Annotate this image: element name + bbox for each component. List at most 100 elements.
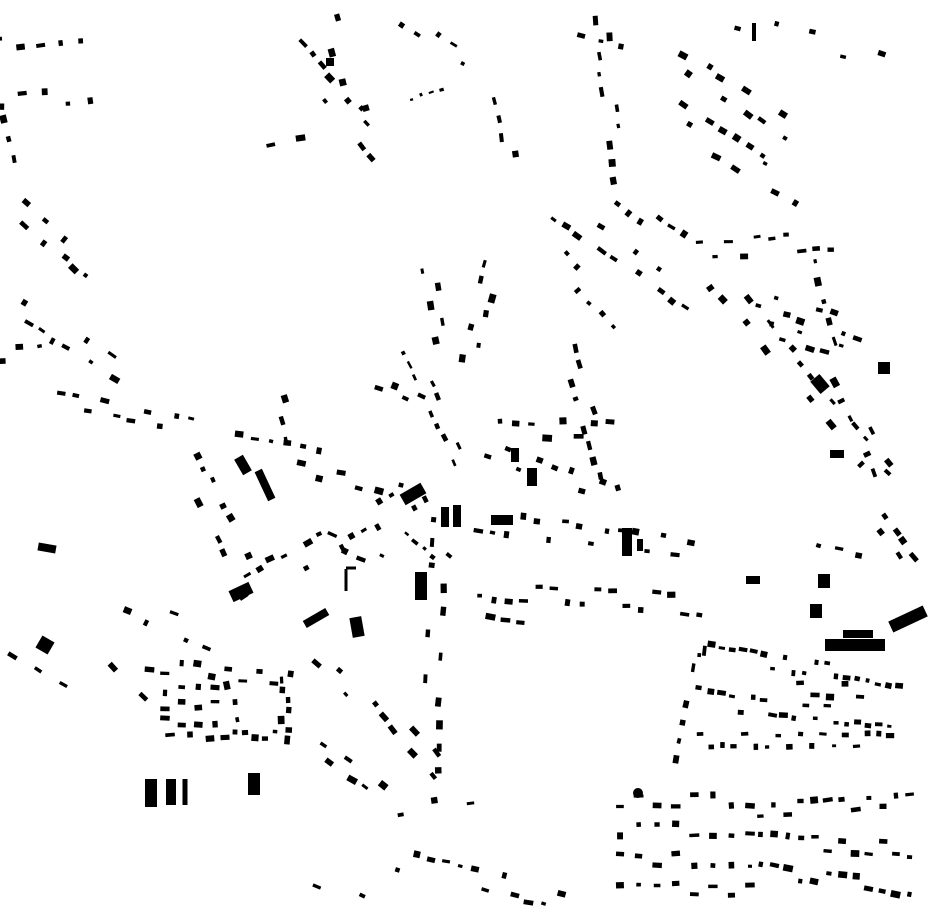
building — [238, 679, 248, 683]
large-building — [810, 374, 830, 394]
building — [839, 54, 847, 60]
building — [327, 530, 338, 539]
building — [682, 699, 690, 709]
building — [431, 336, 440, 345]
building — [195, 683, 202, 691]
building — [398, 482, 404, 488]
large-building — [166, 779, 176, 805]
building — [870, 468, 878, 478]
building — [219, 502, 227, 510]
building — [590, 420, 598, 427]
building — [107, 661, 119, 673]
building — [15, 43, 26, 51]
building — [788, 344, 798, 353]
building — [671, 850, 681, 857]
building — [143, 409, 152, 415]
building — [825, 418, 837, 431]
building — [832, 744, 837, 748]
building — [550, 216, 557, 223]
building — [35, 42, 46, 49]
building — [0, 358, 6, 365]
building — [759, 650, 768, 658]
large-building — [878, 362, 890, 374]
building — [144, 666, 155, 673]
building — [811, 834, 819, 839]
building — [436, 743, 442, 752]
building — [733, 25, 742, 32]
building — [535, 584, 543, 589]
building — [428, 562, 435, 569]
building — [851, 421, 860, 431]
building — [653, 883, 661, 888]
building — [667, 296, 677, 306]
building — [434, 767, 442, 774]
building — [556, 889, 567, 898]
building — [433, 392, 441, 401]
building — [83, 336, 91, 345]
building — [251, 734, 259, 742]
building — [813, 276, 823, 287]
building — [224, 666, 233, 672]
building — [567, 378, 576, 389]
building — [429, 537, 435, 548]
building — [812, 716, 818, 721]
building — [193, 451, 203, 461]
building — [561, 221, 572, 231]
building — [314, 474, 324, 483]
building — [279, 676, 284, 684]
building — [679, 229, 689, 239]
building — [232, 699, 238, 706]
building — [37, 343, 43, 349]
building — [343, 691, 349, 698]
building — [775, 733, 782, 738]
building — [850, 849, 860, 858]
building — [826, 871, 832, 876]
building — [783, 232, 789, 237]
building — [347, 532, 356, 541]
building — [546, 536, 551, 544]
building — [278, 415, 286, 426]
building — [750, 694, 756, 700]
building — [162, 689, 168, 697]
building — [731, 133, 742, 143]
building — [606, 32, 613, 42]
building — [745, 882, 755, 888]
building — [48, 337, 56, 345]
building — [877, 49, 887, 58]
building — [597, 51, 603, 61]
building — [690, 792, 699, 798]
building — [773, 295, 779, 301]
building — [302, 538, 314, 548]
building — [39, 239, 48, 248]
building — [549, 586, 559, 591]
building — [19, 220, 30, 231]
building — [598, 309, 607, 318]
building — [718, 646, 726, 650]
building — [417, 392, 427, 400]
building — [782, 864, 794, 873]
building — [879, 803, 887, 810]
building — [672, 754, 680, 764]
building — [878, 888, 886, 894]
building — [160, 715, 170, 721]
building — [690, 663, 696, 673]
building — [691, 862, 698, 870]
building — [309, 50, 317, 58]
building — [782, 654, 788, 661]
building — [757, 116, 767, 125]
building — [686, 539, 696, 547]
building — [893, 792, 899, 799]
building — [728, 833, 735, 838]
building — [855, 694, 865, 699]
building — [854, 552, 863, 559]
building — [280, 553, 288, 560]
building — [608, 588, 618, 594]
building — [706, 63, 714, 71]
building — [485, 612, 496, 621]
building — [178, 685, 186, 690]
building — [72, 392, 80, 399]
building — [504, 598, 513, 605]
building — [829, 398, 836, 406]
building — [210, 684, 220, 691]
